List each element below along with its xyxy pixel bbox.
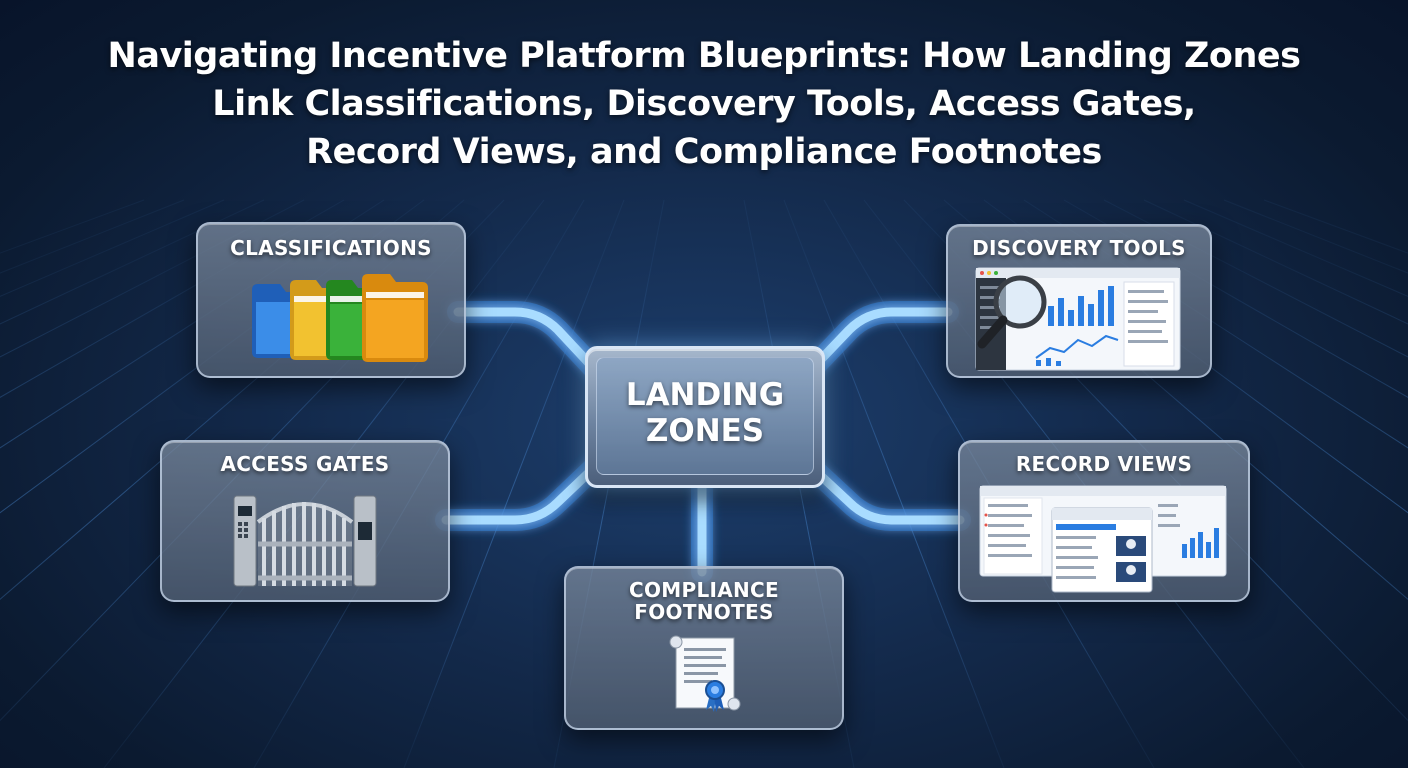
magnifier-dashboard-icon	[975, 267, 1181, 371]
grid-line-radial	[0, 199, 225, 297]
panel-access-gates[interactable]: ACCESS GATES	[160, 440, 450, 602]
title-line-2: Link Classifications, Discovery Tools, A…	[212, 84, 1196, 124]
grid-line-radial	[0, 199, 345, 398]
grid-line-radial	[1183, 199, 1408, 297]
connector-discovery-tools	[795, 301, 959, 386]
panel-record-views-label: RECORD VIEWS	[1015, 452, 1193, 476]
panel-discovery-tools-label: DISCOVERY TOOLS	[972, 236, 1186, 260]
certificate-scroll-icon	[669, 635, 741, 712]
landing-zones-label: LANDING ZONES	[588, 377, 822, 449]
grid-line-radial	[1103, 199, 1408, 358]
panel-classifications[interactable]: CLASSIFICATIONS	[196, 222, 466, 378]
landing-zones-line-1: LANDING	[625, 377, 785, 413]
panel-classifications-label: CLASSIFICATIONS	[230, 236, 432, 260]
connector-classifications	[447, 301, 611, 386]
page-title: Navigating Incentive Platform Blueprints…	[0, 32, 1408, 176]
landing-zones-hub[interactable]: LANDING ZONES	[585, 346, 825, 488]
grid-line-radial	[403, 199, 625, 768]
panel-record-views[interactable]: RECORD VIEWS	[958, 440, 1250, 602]
panel-access-gates-label: ACCESS GATES	[220, 452, 390, 476]
grid-line-radial	[0, 199, 265, 325]
landing-zones-hub-face	[596, 357, 814, 475]
panel-compliance-footnotes-line-2: FOOTNOTES	[634, 600, 774, 624]
grid-line-radial	[0, 199, 305, 358]
folders-icon	[252, 274, 428, 362]
panel-compliance-footnotes-line-1: COMPLIANCE	[629, 578, 779, 602]
grid-line-radial	[783, 199, 1005, 768]
connector-access-gates	[435, 451, 611, 531]
grid-line-radial	[1143, 199, 1408, 325]
gate-icon	[233, 495, 377, 587]
panel-discovery-tools[interactable]: DISCOVERY TOOLS	[946, 224, 1212, 378]
connector-record-views	[795, 451, 971, 531]
grid-line-radial	[1063, 199, 1408, 398]
panel-compliance-footnotes[interactable]: COMPLIANCE FOOTNOTES	[564, 566, 844, 730]
records-dashboard-icon	[979, 485, 1227, 593]
title-line-1: Navigating Incentive Platform Blueprints…	[107, 36, 1301, 76]
title-line-3: Record Views, and Compliance Footnotes	[306, 132, 1102, 172]
landing-zones-line-2: ZONES	[645, 413, 765, 449]
